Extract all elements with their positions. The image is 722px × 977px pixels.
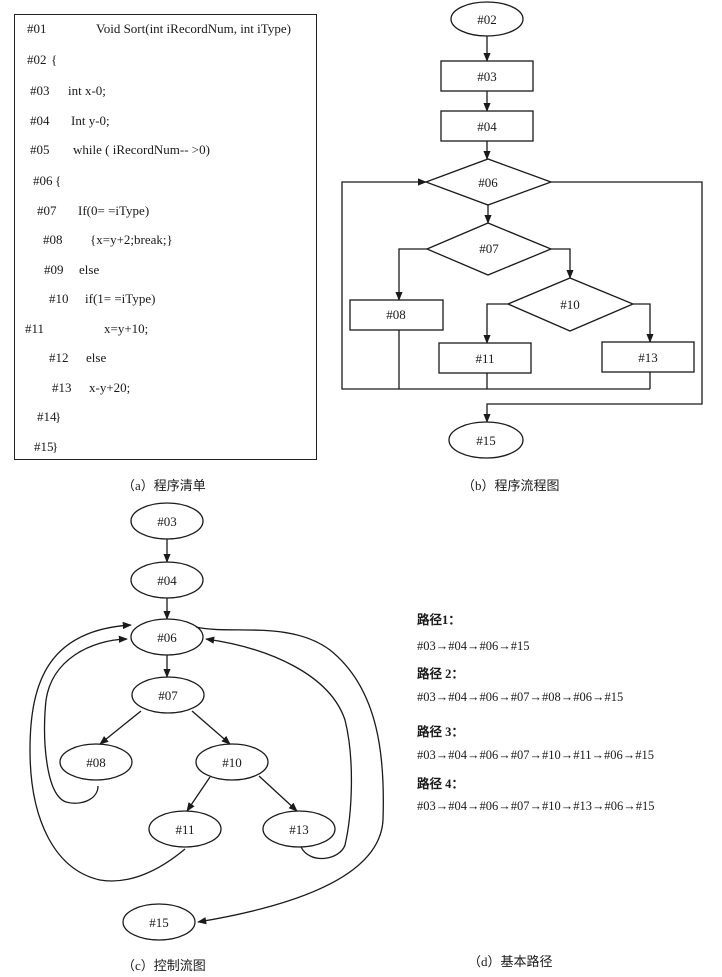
path-1-title: 路径1： (417, 613, 461, 627)
cfg-edge-06-15 (195, 626, 384, 925)
flow-label-13: #13 (638, 350, 658, 365)
flow-label-10: #10 (560, 297, 580, 312)
flow-label-08: #08 (386, 307, 406, 322)
code-text: else (86, 350, 107, 365)
line-number: #15 (34, 439, 54, 454)
flow-label-03: #03 (477, 69, 497, 84)
flow-edge-10-11 (483, 303, 508, 344)
flow-label-06: #06 (478, 175, 498, 190)
program-listing-box (14, 14, 317, 460)
line-number: #03 (30, 83, 50, 98)
cfg-edge-07-08 (99, 710, 142, 745)
path-2-sequence: #03→#04→#06→#07→#08→#06→#15 (417, 690, 624, 704)
path-4-sequence: #03→#04→#06→#07→#10→#13→#06→#15 (417, 799, 655, 813)
cfg-edge-07-10 (191, 710, 231, 745)
code-text: { (55, 173, 62, 188)
cfg-node-08 (59, 743, 133, 781)
cfg-node-13 (262, 810, 336, 848)
code-text: Void Sort(int iRecordNum, int iType) (96, 21, 291, 36)
cfg-label-10: #10 (222, 755, 242, 770)
cfg-label-04: #04 (157, 573, 177, 588)
cfg-edge-10-11 (186, 776, 211, 812)
code-text: If(0= =iType) (78, 203, 150, 218)
code-text: while ( iRecordNum-- >0) (73, 142, 210, 157)
code-text: { (51, 52, 58, 67)
flow-edge-10-13 (633, 303, 654, 343)
cfg-node-10 (195, 743, 269, 781)
line-number: #06 (33, 173, 53, 188)
code-text: Int y-0; (71, 113, 110, 128)
cfg-edge-11-06 (29, 621, 186, 882)
cfg-node-11 (148, 810, 222, 848)
flow-label-02: #02 (477, 12, 497, 27)
path-1-sequence: #03→#04→#06→#15 (417, 639, 530, 653)
caption-d: （d）基本路径 (468, 954, 553, 969)
cfg-label-06: #06 (157, 630, 177, 645)
code-text: x=y+10; (104, 321, 149, 336)
cfg-label-13: #13 (289, 822, 309, 837)
code-text: {x=y+2;break;} (90, 232, 173, 247)
caption-a: （a）程序清单 (122, 478, 206, 493)
path-3-sequence: #03→#04→#06→#07→#10→#11→#06→#15 (417, 748, 655, 762)
line-number: #10 (49, 291, 69, 306)
path-4-title: 路径 4： (417, 777, 464, 791)
flow-edge-07-08 (395, 248, 427, 301)
line-number: #05 (30, 142, 50, 157)
code-text: x-y+20; (89, 380, 131, 395)
flow-exit-to-15 (483, 181, 703, 423)
line-number: #07 (37, 203, 57, 218)
path-2-title: 路径 2： (417, 667, 464, 681)
cfg-label-03: #03 (157, 514, 177, 529)
cfg-edge-13-06 (205, 636, 353, 860)
flow-loop-back (341, 178, 650, 390)
code-text: else (79, 262, 100, 277)
code-text: } (55, 409, 62, 424)
flow-label-11: #11 (475, 351, 494, 366)
path-3-title: 路径 3： (417, 725, 464, 739)
cfg-label-07: #07 (158, 688, 178, 703)
cfg-label-08: #08 (86, 755, 106, 770)
code-text: int x-0; (68, 83, 106, 98)
caption-b: （b）程序流程图 (462, 478, 560, 493)
line-number: #01 (27, 21, 47, 36)
line-number: #09 (44, 262, 64, 277)
line-number: #11 (25, 321, 45, 336)
cfg-edge-10-13 (258, 775, 298, 812)
control-flow-graph (29, 502, 384, 941)
code-text: if(1= =iType) (85, 291, 156, 306)
cfg-label-15: #15 (149, 915, 169, 930)
line-number: #14 (37, 409, 57, 424)
cfg-label-11: #11 (175, 822, 194, 837)
caption-c: （c）控制流图 (122, 958, 206, 973)
line-number: #02 (27, 52, 47, 67)
flow-edge-07-10 (551, 248, 574, 279)
line-number: #12 (49, 350, 69, 365)
flow-label-15: #15 (476, 433, 496, 448)
flow-label-07: #07 (479, 241, 499, 256)
cfg-edge-08-06 (44, 635, 128, 804)
flow-label-04: #04 (477, 119, 497, 134)
cfg-node-15 (122, 903, 196, 941)
code-text: } (52, 439, 59, 454)
line-number: #08 (43, 232, 63, 247)
line-number: #13 (52, 380, 72, 395)
line-number: #04 (30, 113, 50, 128)
